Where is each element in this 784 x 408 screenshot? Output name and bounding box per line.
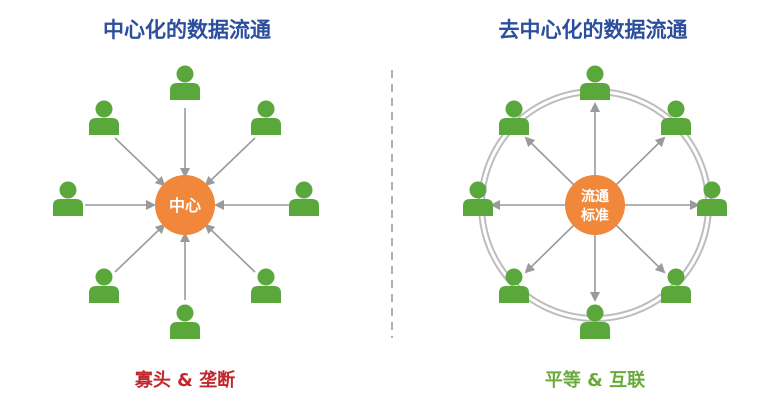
person-icon: [89, 100, 119, 135]
left-caption: 寡头 & 垄断: [134, 370, 236, 391]
center-hub: [155, 175, 215, 235]
person-icon: [661, 100, 691, 135]
person-icon: [499, 268, 529, 303]
left-arrows: [85, 108, 290, 300]
standard-hub-label-line2: 标准: [580, 207, 609, 224]
right-title: 去中心化的数据流通: [498, 18, 688, 42]
left-title: 中心化的数据流通: [103, 18, 271, 42]
right-diagram: 流通 标准: [463, 65, 727, 339]
person-icon: [697, 181, 727, 216]
arrow-top-left: [114, 137, 166, 187]
person-icon: [251, 268, 281, 303]
arrow-top-right: [204, 137, 256, 187]
arrow-bottom-right: [615, 224, 666, 274]
person-icon: [53, 181, 83, 216]
person-icon: [463, 181, 493, 216]
arrow-top-left: [524, 136, 575, 186]
left-diagram: 中心: [53, 65, 319, 339]
person-icon: [251, 100, 281, 135]
person-icon: [580, 65, 610, 100]
arrow-bottom-right: [204, 223, 256, 273]
arrow-top-right: [615, 136, 666, 186]
right-arrows: [490, 102, 700, 302]
standard-hub-label-line1: 流通: [581, 188, 609, 205]
person-icon: [170, 65, 200, 100]
person-icon: [89, 268, 119, 303]
person-icon: [499, 100, 529, 135]
arrow-bottom-left: [114, 223, 166, 273]
person-icon: [170, 304, 200, 339]
center-hub-label: 中心: [169, 196, 201, 215]
standard-hub: [565, 175, 625, 235]
arrow-bottom-left: [524, 224, 575, 274]
right-caption: 平等 & 互联: [544, 370, 646, 391]
person-icon: [661, 268, 691, 303]
person-icon: [289, 181, 319, 216]
